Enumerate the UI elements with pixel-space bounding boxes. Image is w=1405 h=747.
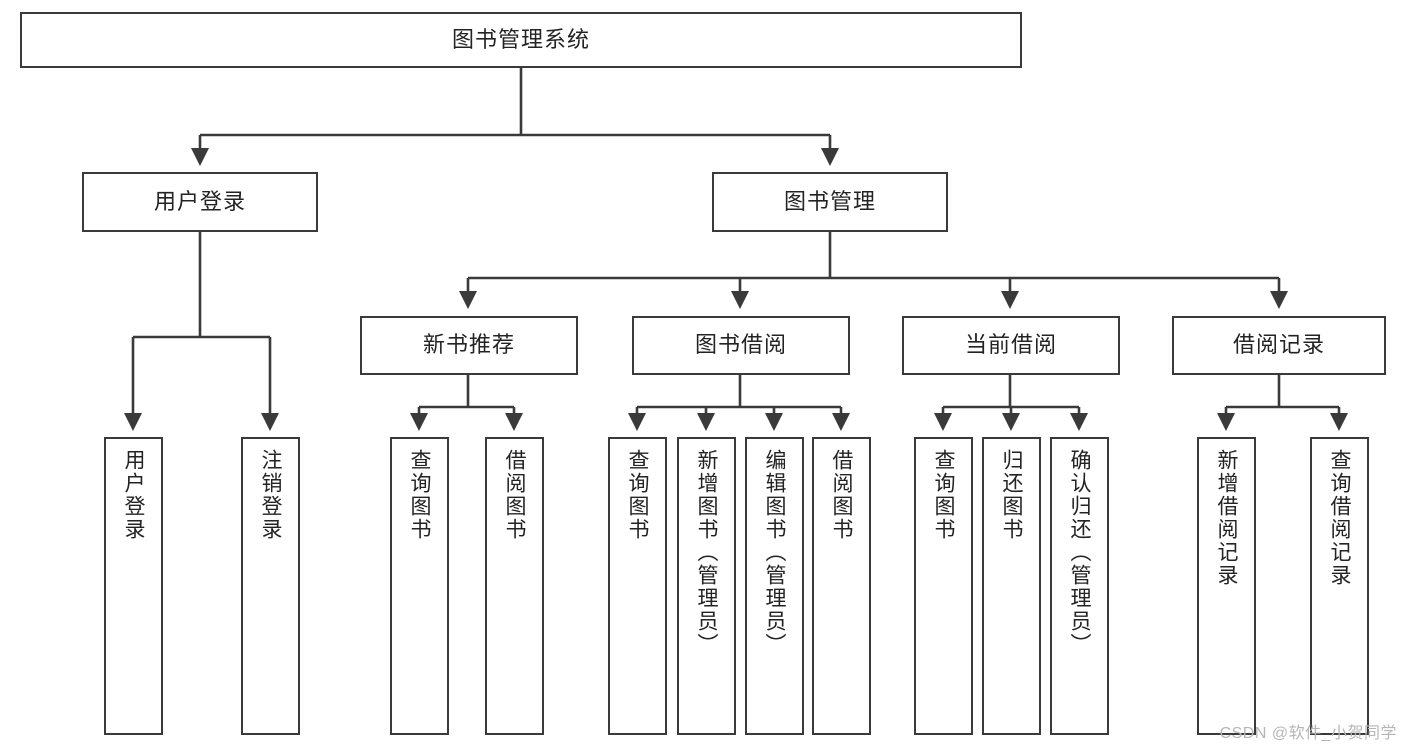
- leaf-borrow-record-add-record[interactable]: 新增借阅记录: [1197, 437, 1256, 735]
- leaf-new-book-borrow-book[interactable]: 借阅图书: [485, 437, 544, 735]
- leaf-borrow-record-query-record[interactable]: 查询借阅记录: [1310, 437, 1369, 735]
- node-label: 当前借阅: [964, 332, 1057, 358]
- leaf-current-borrow-confirm-return-admin[interactable]: 确认归还（管理员）: [1050, 437, 1109, 735]
- node-label: 编辑图书（管理员）: [763, 449, 786, 656]
- leaf-current-borrow-query-book[interactable]: 查询图书: [914, 437, 973, 735]
- node-label: 查询借阅记录: [1328, 449, 1351, 587]
- node-root-book-management-system[interactable]: 图书管理系统: [20, 12, 1022, 68]
- node-label: 图书管理系统: [451, 26, 590, 52]
- leaf-book-borrow-edit-book-admin[interactable]: 编辑图书（管理员）: [745, 437, 804, 735]
- leaf-current-borrow-return-book[interactable]: 归还图书: [982, 437, 1041, 735]
- node-label: 图书管理: [783, 188, 876, 214]
- leaf-user-login-login[interactable]: 用户登录: [104, 437, 163, 735]
- watermark-text: CSDN @软件_小贺同学: [1219, 725, 1397, 742]
- node-label: 新增借阅记录: [1215, 449, 1238, 587]
- node-book-management[interactable]: 图书管理: [712, 172, 948, 232]
- node-label: 确认归还（管理员）: [1068, 449, 1091, 656]
- node-label: 借阅图书: [503, 449, 526, 541]
- node-label: 查询图书: [408, 449, 431, 541]
- node-label: 新增图书（管理员）: [695, 449, 718, 656]
- node-label: 图书借阅: [694, 332, 787, 358]
- leaf-book-borrow-add-book-admin[interactable]: 新增图书（管理员）: [677, 437, 736, 735]
- node-label: 用户登录: [122, 449, 145, 541]
- node-label: 查询图书: [626, 449, 649, 541]
- leaf-user-login-logout[interactable]: 注销登录: [241, 437, 300, 735]
- leaf-book-borrow-query-book[interactable]: 查询图书: [608, 437, 667, 735]
- node-label: 归还图书: [1000, 449, 1023, 541]
- node-label: 查询图书: [932, 449, 955, 541]
- node-user-login[interactable]: 用户登录: [82, 172, 318, 232]
- node-label: 借阅记录: [1232, 332, 1325, 358]
- leaf-new-book-query-book[interactable]: 查询图书: [390, 437, 449, 735]
- node-borrow-record[interactable]: 借阅记录: [1172, 316, 1386, 375]
- node-label: 新书推荐: [422, 332, 515, 358]
- node-book-borrow[interactable]: 图书借阅: [632, 316, 850, 375]
- node-new-book-recommend[interactable]: 新书推荐: [360, 316, 578, 375]
- node-label: 借阅图书: [830, 449, 853, 541]
- node-label: 用户登录: [153, 188, 246, 214]
- leaf-book-borrow-borrow-book[interactable]: 借阅图书: [812, 437, 871, 735]
- node-label: 注销登录: [259, 449, 282, 541]
- node-current-borrow[interactable]: 当前借阅: [902, 316, 1120, 375]
